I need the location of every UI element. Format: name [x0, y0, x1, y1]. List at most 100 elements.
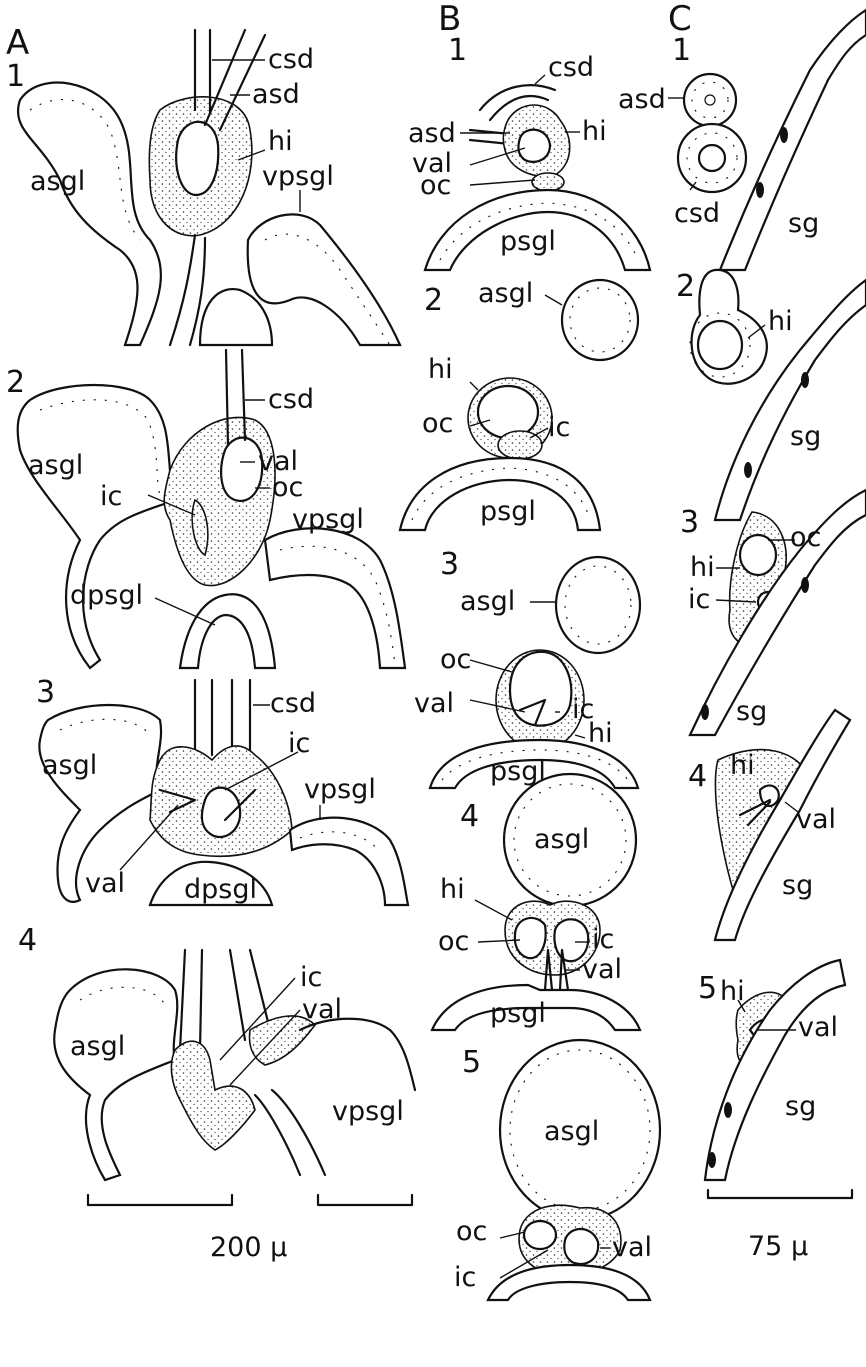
panel-number-b2: 2	[424, 283, 443, 318]
panel-number-b1: 1	[448, 33, 467, 68]
panel-b3: 3 asgl oc val ic hi psgl	[414, 547, 640, 788]
asgl-outline-a1	[18, 83, 161, 345]
panel-a1: 1 asgl csd asd hi vpsgl	[6, 30, 400, 345]
label-sg-c3: sg	[736, 696, 767, 727]
label-hi-c3: hi	[690, 552, 715, 583]
asgl-section-b2	[562, 280, 638, 360]
label-oc-b2: oc	[422, 408, 453, 439]
label-csd-a1: csd	[268, 44, 314, 75]
label-hi-a1: hi	[268, 126, 293, 157]
asgl-outline-a2	[18, 385, 175, 668]
hilus-a2	[164, 417, 275, 585]
label-hi-b2: hi	[428, 354, 453, 385]
label-val-b5: val	[612, 1232, 652, 1263]
label-sg-c2: sg	[790, 421, 821, 452]
panel-c1: 1 asd csd sg	[618, 10, 866, 270]
label-oc-c3: oc	[790, 522, 821, 553]
label-ic-b4: ic	[592, 924, 614, 955]
label-asgl-b5: asgl	[544, 1116, 599, 1147]
label-hi-b4: hi	[440, 874, 465, 905]
label-asgl-a1: asgl	[30, 166, 85, 197]
panel-number-c4: 4	[688, 759, 707, 794]
label-val-c5: val	[798, 1012, 838, 1043]
label-psgl-b2: psgl	[480, 496, 536, 527]
panel-number-b4: 4	[460, 799, 479, 834]
label-asd-b1: asd	[408, 118, 456, 149]
panel-b1: 1 csd asd hi val oc psgl	[408, 33, 650, 270]
scale-bar-c: 75 µ	[708, 1190, 852, 1262]
label-asgl-a2: asgl	[28, 450, 83, 481]
label-psgl-b4: psgl	[490, 998, 546, 1029]
panel-b5: 5 asgl oc ic val	[454, 1040, 660, 1300]
label-val-a3: val	[85, 868, 125, 899]
label-asd-c1: asd	[618, 84, 666, 115]
label-asgl-b4: asgl	[534, 824, 589, 855]
label-csd-b1: csd	[548, 52, 594, 83]
label-ic-a4: ic	[300, 962, 322, 993]
label-ic-a3: ic	[288, 728, 310, 759]
label-val-c4: val	[796, 804, 836, 835]
label-dpsgl-a2: dpsgl	[70, 580, 143, 611]
label-csd-a3: csd	[270, 688, 316, 719]
label-csd-c1: csd	[674, 198, 720, 229]
panel-number-b5: 5	[462, 1045, 481, 1080]
label-vpsgl-a3: vpsgl	[304, 774, 376, 805]
label-ic-a2: ic	[100, 481, 122, 512]
panel-c2: 2 hi sg	[676, 269, 866, 520]
label-oc-b4: oc	[438, 926, 469, 957]
label-sg-c5: sg	[785, 1091, 816, 1122]
panel-c3: 3 oc hi ic sg	[680, 490, 866, 735]
label-asgl-b2: asgl	[478, 278, 533, 309]
panel-b2: 2 asgl hi oc ic psgl	[400, 278, 638, 530]
label-oc-a2: oc	[272, 472, 303, 503]
label-asgl-a3: asgl	[42, 750, 97, 781]
label-val-a4: val	[302, 994, 342, 1025]
label-ic-b2: ic	[548, 412, 570, 443]
panel-c4: 4 hi val sg	[688, 710, 850, 940]
panel-c5: 5 hi val sg	[698, 960, 845, 1180]
label-vpsgl-a1: vpsgl	[262, 161, 334, 192]
label-ic-c3: ic	[688, 584, 710, 615]
label-hi-b3: hi	[588, 718, 613, 749]
label-sg-c1: sg	[788, 208, 819, 239]
scale-bar-a: 200 µ	[88, 1195, 412, 1263]
hilus-a4	[171, 1041, 255, 1150]
panel-number-a1: 1	[6, 59, 25, 94]
label-oc-b3: oc	[440, 644, 471, 675]
label-dpsgl-a3: dpsgl	[184, 874, 257, 905]
asgl-section-b3	[556, 557, 640, 653]
label-psgl-b1: psgl	[500, 226, 556, 257]
panel-number-a3: 3	[36, 675, 55, 710]
panel-number-c5: 5	[698, 971, 717, 1006]
panel-number-c2: 2	[676, 269, 695, 304]
scale-label-a: 200 µ	[210, 1232, 287, 1263]
label-ic-b5: ic	[454, 1262, 476, 1293]
label-asgl-a4: asgl	[70, 1031, 125, 1062]
panel-number-a4: 4	[18, 923, 37, 958]
panel-a4: 4 asgl ic val vpsgl	[18, 923, 415, 1180]
label-hi-b1: hi	[582, 116, 607, 147]
label-oc-b1: oc	[420, 170, 451, 201]
label-hi-c5: hi	[720, 976, 745, 1007]
panel-number-a2: 2	[6, 365, 25, 400]
label-csd-a2: csd	[268, 384, 314, 415]
label-vpsgl-a2: vpsgl	[292, 504, 364, 535]
label-asgl-b3: asgl	[460, 586, 515, 617]
label-hi-c2: hi	[768, 306, 793, 337]
label-sg-c4: sg	[782, 870, 813, 901]
label-vpsgl-a4: vpsgl	[332, 1096, 404, 1127]
label-oc-b5: oc	[456, 1216, 487, 1247]
scale-label-c: 75 µ	[748, 1231, 808, 1262]
label-hi-c4: hi	[730, 750, 755, 781]
panel-number-c1: 1	[672, 33, 691, 68]
panel-a3: 3 asgl csd ic val vpsgl dpsgl	[36, 675, 408, 905]
label-val-b4: val	[582, 954, 622, 985]
label-asd-a1: asd	[252, 79, 300, 110]
panel-number-b3: 3	[440, 547, 459, 582]
column-label-a: A	[6, 23, 29, 63]
asgl-outline-a4	[54, 969, 177, 1180]
dpsgl-section-a2	[180, 594, 275, 668]
vpsgl-section-a3	[290, 818, 408, 905]
